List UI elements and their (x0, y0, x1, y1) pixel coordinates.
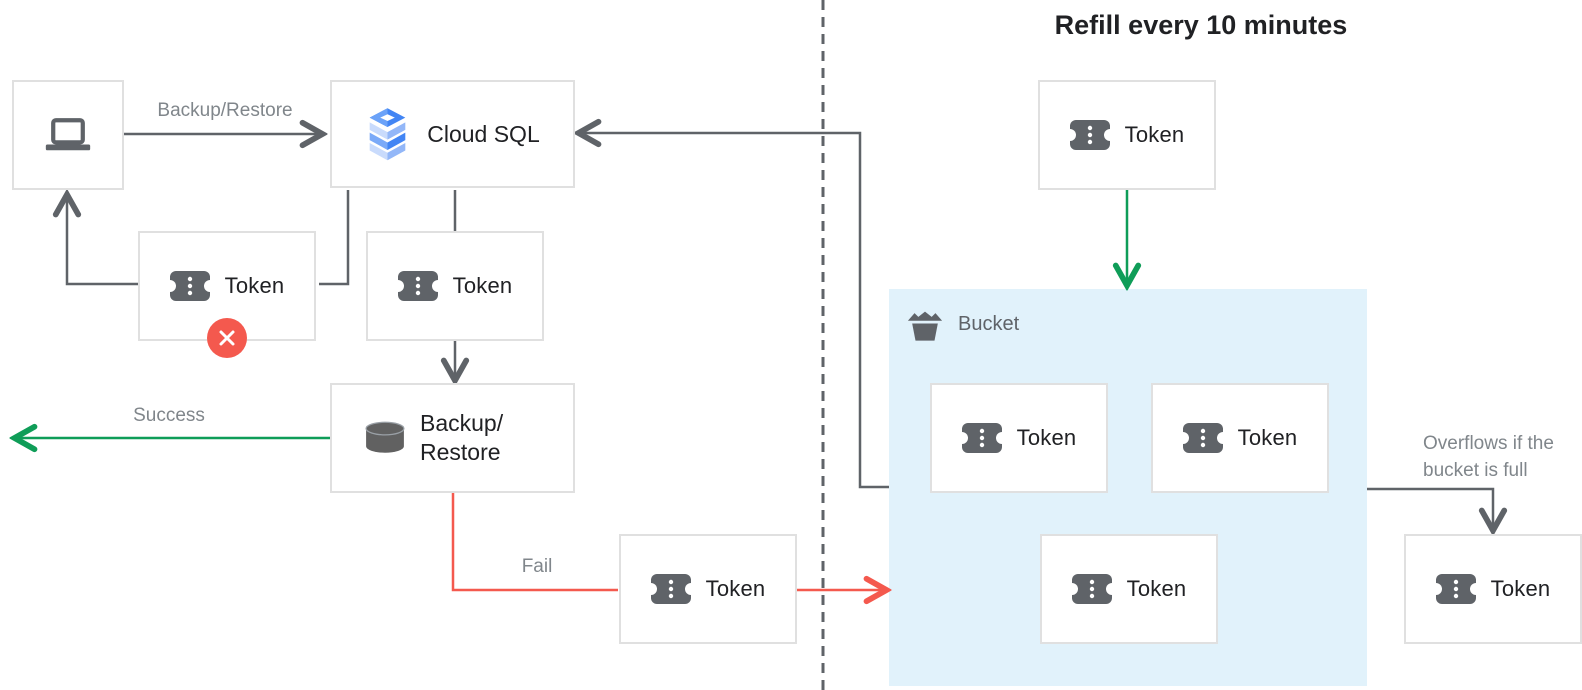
token-label: Token (224, 273, 285, 298)
cloud-sql-icon (365, 106, 410, 163)
token-label: Token (1124, 122, 1185, 147)
cloud-sql-box: Cloud SQL (330, 80, 575, 188)
backup-restore-label-line2: Restore (420, 439, 501, 465)
token-label: Token (1126, 576, 1187, 601)
edge-label-success: Success (133, 405, 205, 426)
token-label: Token (1016, 425, 1077, 450)
client-box (12, 80, 124, 190)
token-icon (961, 423, 1002, 453)
arrow-rejected-token-to-client (67, 197, 138, 286)
token-label: Token (1237, 425, 1298, 450)
token-label: Token (1490, 576, 1551, 601)
token-box-bucket-2: Token (1151, 383, 1329, 493)
token-icon (169, 271, 210, 301)
token-icon (1071, 574, 1112, 604)
connector-cloudsql-to-rejected-token (319, 190, 350, 286)
token-box-overflow: Token (1404, 534, 1582, 644)
bucket-label: Bucket (958, 313, 1020, 335)
token-icon (650, 574, 691, 604)
token-icon (397, 271, 438, 301)
token-icon (1182, 423, 1223, 453)
backup-restore-label-line1: Backup/ (420, 410, 504, 436)
edge-label-overflow-line2: bucket is full (1423, 460, 1528, 481)
edge-label-fail: Fail (521, 556, 553, 577)
connector-fail-path (451, 493, 618, 592)
bucket-header: Bucket (906, 308, 1019, 341)
laptop-icon (44, 116, 92, 154)
token-box-bucket-1: Token (930, 383, 1108, 493)
token-box-refill: Token (1038, 80, 1216, 190)
token-box-fail: Token (619, 534, 797, 644)
x-icon (219, 330, 235, 346)
token-icon (1435, 574, 1476, 604)
backup-restore-box: Backup/ Restore (330, 383, 575, 493)
token-box-bucket-3: Token (1040, 534, 1218, 644)
diagram-title: Refill every 10 minutes (1054, 10, 1348, 40)
error-x-badge (207, 318, 247, 358)
edge-label-overflow: Overflows if the bucket is full (1423, 430, 1573, 484)
backup-restore-label: Backup/ Restore (420, 409, 503, 467)
token-label: Token (452, 273, 513, 298)
arrow-bucket-to-cloudsql (581, 133, 889, 489)
edge-label-overflow-line1: Overflows if the (1423, 433, 1554, 454)
cloud-sql-label: Cloud SQL (427, 120, 540, 147)
bucket-icon (906, 308, 944, 341)
token-box-cloudsql: Token (366, 231, 544, 341)
arrow-overflow-to-token (1367, 487, 1493, 528)
token-icon (1069, 120, 1110, 150)
token-label: Token (705, 576, 766, 601)
database-icon (364, 421, 406, 455)
edge-label-backup-restore: Backup/Restore (157, 100, 293, 121)
